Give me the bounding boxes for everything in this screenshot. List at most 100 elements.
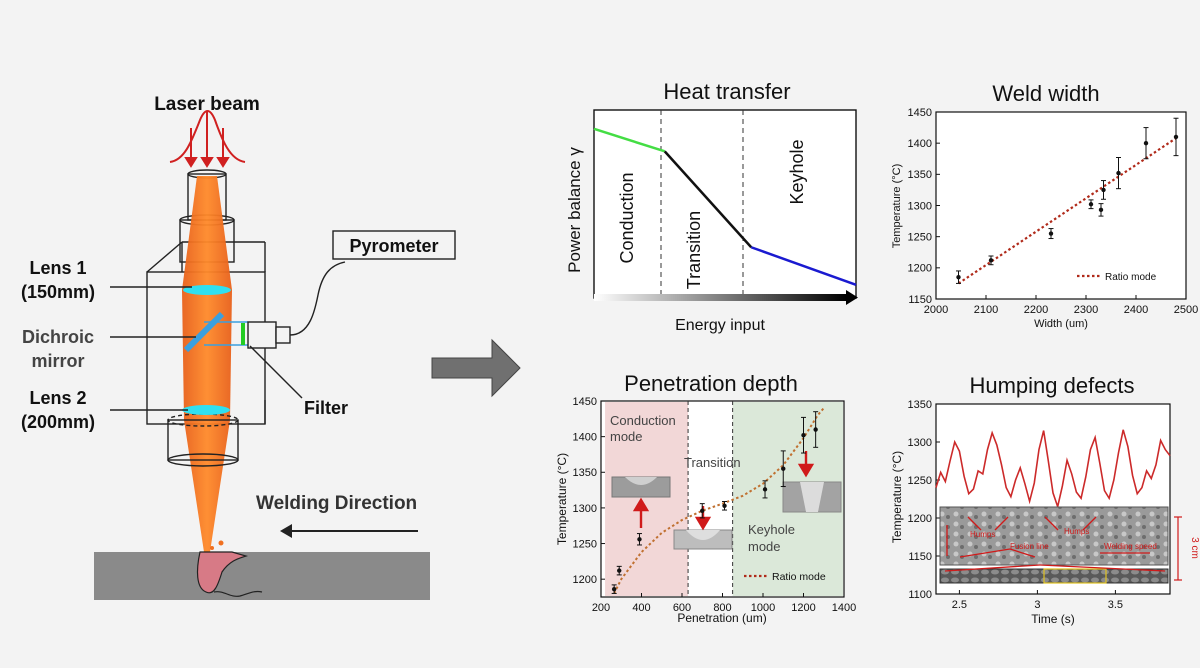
laser-beam — [182, 176, 232, 552]
weld-width-xlabel: Width (um) — [1034, 318, 1088, 330]
y-tick-label: 1400 — [573, 431, 597, 443]
transition-zone-label: Transition — [684, 455, 741, 470]
y-tick-label: 1350 — [573, 467, 597, 479]
dichroic-label: Dichroic — [22, 327, 94, 347]
y-tick-label: 1200 — [908, 513, 932, 525]
x-tick-label: 200 — [592, 602, 610, 614]
scale-bar-label: 3 cm — [1189, 537, 1200, 559]
lens2-icon — [182, 405, 230, 415]
x-tick-label: 1000 — [751, 602, 775, 614]
energy-arrow-head-icon — [846, 290, 858, 305]
humps-label: Humps — [970, 530, 995, 539]
heat-transfer-ylabel: Power balance γ — [565, 147, 584, 273]
legend-label: Ratio mode — [1105, 272, 1157, 283]
dichroic-mirror-icon — [183, 311, 225, 353]
x-tick-label: 2200 — [1024, 304, 1048, 316]
setup-diagram: Laser beam — [21, 94, 456, 600]
conduction-zone-label: Conduction — [610, 413, 676, 428]
laser-beam-label: Laser beam — [154, 94, 260, 115]
x-tick-label: 2000 — [924, 304, 948, 316]
data-point — [700, 508, 705, 513]
heat-transfer-chart: Heat transfer Conduction Transition Keyh… — [565, 79, 858, 334]
data-point — [1048, 231, 1054, 236]
welding-arrow-head-icon — [280, 524, 292, 538]
keyhole-zone-label-2: mode — [748, 539, 781, 554]
solidified-weld-line — [213, 590, 263, 597]
data-point — [1116, 170, 1121, 176]
y-tick-label: 1250 — [908, 232, 932, 244]
y-tick-label: 1350 — [908, 399, 932, 411]
lens1-focal-label: (150mm) — [21, 282, 95, 302]
y-tick-label: 1250 — [908, 475, 932, 487]
workpiece — [94, 552, 430, 600]
x-tick-label: 600 — [673, 602, 691, 614]
keyhole-zone-label: Keyhole — [748, 522, 795, 537]
humping-ylabel: Temperature (°C) — [890, 451, 904, 543]
data-point — [637, 537, 642, 542]
keyhole-region-label: Keyhole — [787, 139, 807, 204]
conduction-zone-label-2: mode — [610, 429, 643, 444]
output-tube — [167, 413, 239, 467]
transition-region-label: Transition — [684, 211, 704, 289]
keyhole-pool-icon — [196, 551, 249, 594]
energy-gradient-bar — [594, 294, 846, 301]
data-point — [1098, 207, 1104, 213]
y-tick-label: 1200 — [573, 574, 597, 586]
pyrometer-cable — [289, 261, 346, 336]
y-tick-label: 1300 — [908, 437, 932, 449]
lens2-focal-label: (200mm) — [21, 412, 95, 432]
data-point — [722, 503, 727, 508]
flow-arrow-icon — [431, 338, 521, 398]
conduction-region-label: Conduction — [617, 172, 637, 263]
filter-label: Filter — [304, 398, 348, 418]
filter-leader — [249, 345, 303, 399]
humping-xlabel: Time (s) — [1031, 612, 1075, 626]
humping-temperature-line — [935, 429, 1171, 510]
welding-direction-label: Welding Direction — [256, 493, 417, 514]
y-tick-label: 1200 — [908, 263, 932, 275]
data-point — [988, 258, 994, 263]
lens2-label: Lens 2 — [29, 388, 86, 408]
y-tick-label: 1450 — [573, 396, 597, 408]
x-tick-label: 800 — [713, 602, 731, 614]
data-point — [1101, 187, 1106, 193]
weld-image-arrows — [944, 516, 1166, 572]
x-tick-label: 2.5 — [952, 599, 967, 611]
reflected-path — [204, 321, 248, 346]
data-point — [1143, 140, 1149, 146]
transition-line — [663, 150, 753, 249]
weld-surface-image — [939, 506, 1169, 566]
y-tick-label: 1150 — [908, 294, 932, 306]
pyrometer-label: Pyrometer — [349, 236, 438, 256]
data-point — [611, 586, 617, 592]
x-tick-label: 1400 — [832, 602, 856, 614]
y-tick-label: 1300 — [573, 503, 597, 515]
humps-label: Humps — [1064, 527, 1089, 536]
keyhole-section-bead — [800, 482, 824, 512]
conduction-line — [593, 127, 666, 153]
fusion-line-label: Fusion line — [1010, 542, 1049, 551]
data-point — [1173, 134, 1179, 140]
x-tick-label: 2400 — [1124, 304, 1148, 316]
transition-section-bead — [686, 530, 720, 540]
spatter-icon — [218, 540, 224, 546]
ratio-mode-fit-line — [957, 137, 1177, 285]
weld-width-points — [956, 117, 1179, 284]
y-tick-label: 1100 — [908, 589, 932, 601]
data-point — [617, 568, 622, 573]
weld-width-ylabel: Temperature (°C) — [891, 164, 903, 248]
laser-arrows-icon — [184, 112, 230, 168]
x-tick-label: 1200 — [791, 602, 815, 614]
x-tick-label: 3.5 — [1108, 599, 1123, 611]
x-tick-label: 2300 — [1074, 304, 1098, 316]
lens1-label: Lens 1 — [29, 258, 86, 278]
x-tick-label: 2500 — [1174, 304, 1198, 316]
spatter-icon — [210, 546, 214, 550]
pyrometer-box — [332, 230, 456, 260]
y-tick-label: 1450 — [908, 107, 932, 119]
y-tick-label: 1350 — [908, 169, 932, 181]
